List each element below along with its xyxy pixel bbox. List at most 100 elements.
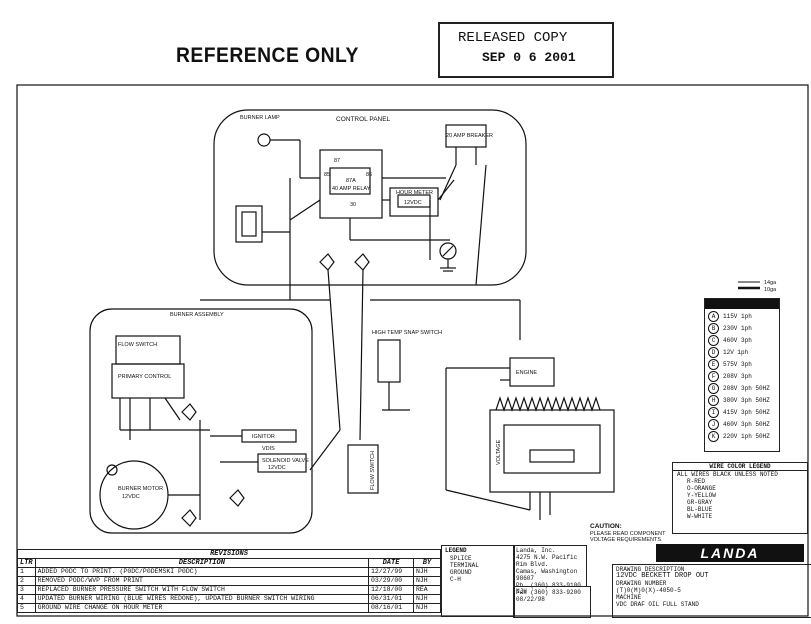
rev-cell-date: 06/31/01	[368, 594, 414, 604]
motor-sub: 12VDC	[122, 494, 140, 500]
relay-terminal-30: 30	[350, 202, 356, 208]
rev-cell-desc: REMOVED PODC/WVP FROM PRINT	[34, 576, 370, 586]
engine-symbol	[509, 357, 555, 387]
rev-cell-desc: GROUND WIRE CHANGE ON HOUR METER	[34, 603, 370, 613]
drawing-number: (T)0(M)0(X)-4050-5	[616, 587, 681, 594]
voltage-legend-item: G 208V 3ph 50HZ	[705, 383, 779, 395]
rev-header-by: BY	[413, 558, 441, 568]
company-name: Landa, Inc.	[516, 547, 556, 554]
voltage-text: 115V 1ph	[723, 313, 752, 321]
rev-cell-date: 12/18/00	[368, 585, 414, 595]
voltage-legend-item: E 575V 3ph	[705, 359, 779, 371]
voltage-text: 575V 3ph	[723, 361, 752, 369]
ignitor-label: IGNITOR	[252, 434, 275, 440]
wire-legend-item: BL-BLUE	[687, 506, 713, 513]
legend-ground: GROUND	[450, 569, 472, 576]
snap-switch-label: HIGH TEMP SNAP SWITCH	[372, 330, 442, 336]
connector-right	[354, 253, 370, 271]
caution-title: CAUTION:	[590, 523, 622, 530]
control-panel-outline	[213, 109, 527, 286]
gauge-14ga: 14ga	[764, 280, 777, 286]
stamp-date: SEP 0 6 2001	[482, 50, 576, 65]
rev-cell-desc: ADDED P0DC TO PRINT. (P0DC/P0DEMSKI P0DC…	[34, 567, 370, 577]
rev-cell-by: NJH	[413, 576, 441, 586]
engine-label: ENGINE	[516, 370, 537, 376]
burner-lamp-label: BURNER LAMP	[240, 115, 280, 121]
voltage-text: 230V 1ph	[723, 325, 752, 333]
voltage-code-circle: C	[708, 335, 719, 346]
wire-color-legend: WIRE COLOR LEGEND ALL WIRES BLACK UNLESS…	[672, 462, 808, 534]
rev-cell-ltr: 5	[17, 603, 36, 613]
power-switch-symbol	[235, 205, 263, 243]
company-phone: Ph. (360) 833-9100	[516, 582, 581, 589]
burner-lamp-symbol	[257, 133, 271, 147]
caution-line-2: VOLTAGE REQUIREMENTS	[590, 537, 661, 543]
voltage-code-circle: H	[708, 395, 719, 406]
motor-label: BURNER MOTOR	[118, 486, 163, 492]
voltage-text: 208V 3ph 50HZ	[723, 385, 770, 393]
breaker-symbol	[445, 124, 487, 148]
voltage-legend-item: K 220V 1ph 50HZ	[705, 431, 779, 443]
revisions-title: REVISIONS	[17, 549, 441, 559]
rev-cell-date: 03/29/00	[368, 576, 414, 586]
symbol-legend: LEGEND SPLICE TERMINAL GROUND C-H	[441, 545, 515, 617]
relay-terminal-87a: 87A	[346, 178, 356, 184]
legend-title: LEGEND	[445, 547, 467, 554]
gauge-10ga: 10ga	[764, 287, 777, 293]
voltage-code-circle: A	[708, 311, 719, 322]
relay-label: 40 AMP RELAY	[332, 186, 371, 192]
primary-control-label: PRIMARY CONTROL	[118, 374, 171, 380]
primary-control-symbol	[111, 363, 185, 399]
flow-switch-symbol	[115, 335, 181, 365]
ignitor-sub: VDIS	[262, 446, 275, 452]
company-block: Landa, Inc. 4275 N.W. Pacific Rim Blvd. …	[513, 545, 587, 596]
wire-legend-item: W-WHITE	[687, 513, 713, 520]
title-block: DRAWING DESCRIPTION 12VDC BECKETT DROP O…	[612, 564, 811, 618]
voltage-text: 220V 1ph 50HZ	[723, 433, 770, 441]
voltage-text: 460V 3ph	[723, 337, 752, 345]
hour-meter-symbol	[389, 187, 439, 217]
rev-cell-ltr: 1	[17, 567, 36, 577]
rev-cell-ltr: 3	[17, 585, 36, 595]
burner-assembly-title: BURNER ASSEMBLY	[170, 312, 224, 318]
relay-terminal-87: 87	[334, 158, 340, 164]
flow-switch-label: FLOW SWITCH	[118, 342, 157, 348]
voltage-text: 460V 3ph 50HZ	[723, 421, 770, 429]
landa-logo: LANDA	[656, 544, 804, 562]
control-panel-title: CONTROL PANEL	[336, 116, 391, 123]
relay-symbol	[319, 149, 383, 219]
voltage-text: 12V 1ph	[723, 349, 749, 357]
rev-cell-ltr: 2	[17, 576, 36, 586]
rev-header-ltr: LTR	[17, 558, 36, 568]
drawn-date: 08/22/98	[516, 596, 545, 603]
legend-c-h: C-H	[450, 576, 461, 583]
voltage-regulator-symbol	[489, 409, 615, 493]
voltage-legend-item: I 415V 3ph 50HZ	[705, 407, 779, 419]
wire-legend-item: R-RED	[687, 478, 706, 485]
voltage-text: 415V 3ph 50HZ	[723, 409, 770, 417]
voltage-code-circle: E	[708, 359, 719, 370]
solenoid-sub: 12VDC	[268, 465, 286, 471]
legend-splice: SPLICE	[450, 555, 472, 562]
rev-header-date: DATE	[368, 558, 414, 568]
voltage-code-circle: I	[708, 407, 719, 418]
drawing-number-label: DRAWING NUMBER	[616, 580, 667, 587]
voltage-code-circle: F	[708, 371, 719, 382]
released-copy-stamp: RELEASED COPY SEP 0 6 2001	[438, 22, 614, 78]
wire-legend-item: GR-GRAY	[687, 499, 713, 506]
drawn-by: NJH	[516, 588, 527, 595]
company-address-2: Camas, Washington 98607	[516, 568, 578, 582]
voltage-code-circle: K	[708, 431, 719, 442]
drawing-desc: 12VDC BECKETT DROP OUT	[616, 572, 709, 580]
voltage-text: 208V 3ph	[723, 373, 752, 381]
voltage-code-circle: G	[708, 383, 719, 394]
voltage-code-circle: D	[708, 347, 719, 358]
voltage-label: VOLTAGE	[496, 440, 502, 465]
